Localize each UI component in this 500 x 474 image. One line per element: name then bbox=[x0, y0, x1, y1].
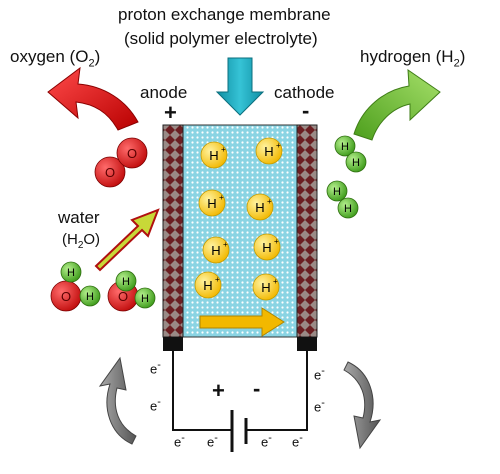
svg-text:+: + bbox=[273, 277, 278, 286]
proton: H+ bbox=[255, 137, 283, 165]
hydrogen-arrow-icon bbox=[353, 69, 441, 141]
battery-minus-sign: - bbox=[253, 376, 261, 401]
cathode-sign: - bbox=[302, 98, 310, 123]
hydrogen-molecule: H H bbox=[334, 135, 367, 173]
proton: H+ bbox=[198, 189, 226, 217]
svg-text:O: O bbox=[127, 146, 137, 161]
svg-text:H: H bbox=[203, 278, 212, 293]
svg-text:+: + bbox=[223, 240, 228, 249]
left-electron-arrow-icon bbox=[98, 356, 137, 445]
svg-text:H: H bbox=[86, 291, 94, 303]
proton: H+ bbox=[252, 273, 280, 301]
anode-label: anode bbox=[140, 83, 188, 102]
electron: e- bbox=[314, 365, 325, 383]
svg-text:+: + bbox=[274, 237, 279, 246]
svg-text:H: H bbox=[333, 186, 341, 198]
circuit-wire-left bbox=[172, 351, 231, 431]
electron: e- bbox=[261, 432, 272, 450]
svg-text:H: H bbox=[341, 141, 349, 153]
anode-sign: + bbox=[164, 100, 177, 125]
electron: e- bbox=[150, 359, 161, 377]
water-label: water bbox=[58, 208, 100, 227]
svg-text:H: H bbox=[122, 276, 130, 288]
oxygen-arrow-icon bbox=[47, 66, 139, 131]
hydrogen-molecule: H H bbox=[326, 180, 359, 219]
svg-text:H: H bbox=[67, 267, 75, 279]
electron: e- bbox=[207, 432, 218, 450]
electron: e- bbox=[150, 396, 161, 414]
electron: e- bbox=[314, 397, 325, 415]
membrane-title-line2: (solid polymer electrolyte) bbox=[124, 29, 318, 48]
water-formula: (H2O) bbox=[62, 231, 101, 251]
svg-text:H: H bbox=[264, 144, 273, 159]
svg-text:+: + bbox=[267, 197, 272, 206]
svg-text:O: O bbox=[105, 165, 115, 180]
electron: e- bbox=[292, 432, 303, 450]
proton: H+ bbox=[202, 236, 230, 264]
electron: e- bbox=[174, 432, 185, 450]
proton: H+ bbox=[246, 193, 274, 221]
svg-text:+: + bbox=[219, 193, 224, 202]
battery-plus-sign: + bbox=[212, 378, 225, 403]
anode-electrode bbox=[162, 124, 184, 338]
proton: H+ bbox=[194, 271, 222, 299]
proton: H+ bbox=[200, 141, 228, 169]
svg-text:+: + bbox=[276, 141, 281, 150]
svg-text:+: + bbox=[215, 275, 220, 284]
svg-text:H: H bbox=[262, 240, 271, 255]
svg-text:O: O bbox=[118, 289, 128, 304]
proton: H+ bbox=[253, 233, 281, 261]
membrane-arrow-icon bbox=[215, 57, 265, 116]
anode-terminal bbox=[163, 337, 183, 351]
right-electron-arrow-icon bbox=[343, 361, 382, 450]
protons: H+ H+ H+ H+ H+ H+ H+ H+ bbox=[194, 137, 283, 301]
cathode-electrode bbox=[296, 124, 318, 338]
svg-text:H: H bbox=[141, 293, 149, 305]
proton-arrow-icon bbox=[199, 307, 285, 337]
water-molecule: O H H bbox=[50, 261, 101, 312]
oxygen-molecule: O O bbox=[94, 137, 148, 188]
svg-text:H: H bbox=[261, 280, 270, 295]
svg-text:H: H bbox=[344, 203, 352, 215]
cathode-label: cathode bbox=[274, 83, 335, 102]
svg-text:O: O bbox=[61, 289, 71, 304]
svg-text:H: H bbox=[209, 148, 218, 163]
svg-text:H: H bbox=[352, 157, 360, 169]
svg-text:H: H bbox=[211, 243, 220, 258]
cathode-terminal bbox=[297, 337, 317, 351]
svg-text:H: H bbox=[207, 196, 216, 211]
water-molecule: O H H bbox=[107, 270, 156, 312]
oxygen-label: oxygen (O2) bbox=[10, 47, 101, 70]
svg-text:+: + bbox=[221, 145, 226, 154]
circuit-wire-right bbox=[247, 351, 308, 431]
svg-text:H: H bbox=[255, 200, 264, 215]
water-arrow-icon bbox=[94, 208, 160, 272]
membrane-title-line1: proton exchange membrane bbox=[118, 5, 331, 24]
hydrogen-label: hydrogen (H2) bbox=[360, 47, 466, 70]
